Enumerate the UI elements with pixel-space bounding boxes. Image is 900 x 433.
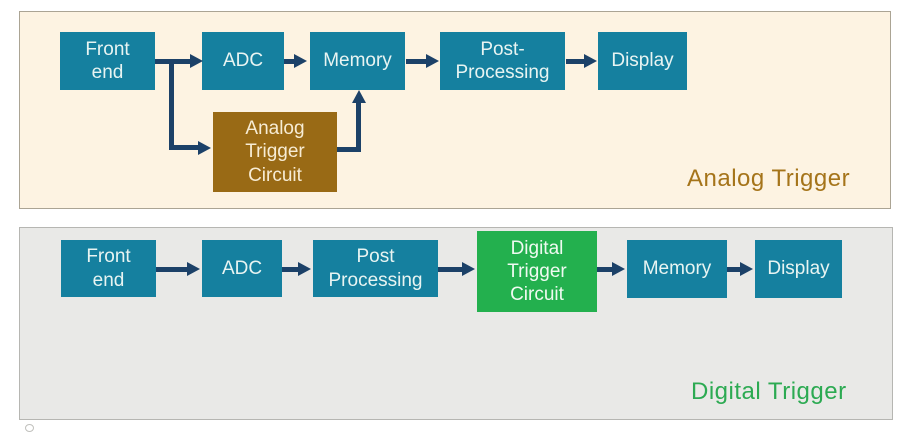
block-digital-adc: ADC — [202, 240, 282, 297]
block-digital-trigger-circuit: Digital Trigger Circuit — [477, 231, 597, 312]
block-analog-adc: ADC — [202, 32, 284, 90]
block-digital-memory: Memory — [627, 240, 727, 298]
digital-trigger-panel: Digital Trigger — [19, 227, 893, 420]
analog-trigger-caption: Analog Trigger — [687, 165, 851, 192]
block-digital-post-processing: Post Processing — [313, 240, 438, 297]
block-digital-display: Display — [755, 240, 842, 298]
stray-cursor-mark — [25, 424, 34, 432]
block-digital-front-end: Front end — [61, 240, 156, 297]
block-analog-memory: Memory — [310, 32, 405, 90]
digital-trigger-caption: Digital Trigger — [691, 378, 847, 405]
block-analog-trigger-circuit: Analog Trigger Circuit — [213, 112, 337, 192]
block-analog-post-processing: Post- Processing — [440, 32, 565, 90]
block-analog-front-end: Front end — [60, 32, 155, 90]
block-analog-display: Display — [598, 32, 687, 90]
